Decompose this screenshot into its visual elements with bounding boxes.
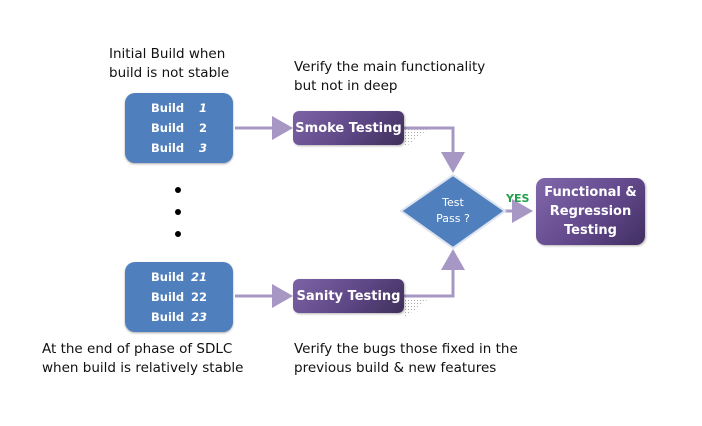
note-line: At the end of phase of SDLC: [42, 341, 233, 357]
build-label: Build: [151, 121, 185, 135]
build-label: Build: [151, 270, 185, 284]
smoke-description: Verify the main functionality but not in…: [294, 58, 485, 96]
smoke-shadow: [404, 128, 430, 148]
build-item: Build 23: [151, 307, 207, 327]
build-item: Build 3: [151, 138, 207, 158]
build-number: 23: [190, 310, 207, 324]
early-builds-box: Build 1 Build 2 Build 3: [125, 93, 233, 163]
decision-diamond: [399, 173, 507, 250]
build-number: 22: [190, 290, 207, 304]
note-line: previous build & new features: [294, 360, 497, 376]
yes-label: YES: [506, 192, 530, 205]
note-line: but not in deep: [294, 78, 398, 94]
sanity-description: Verify the bugs those fixed in the previ…: [294, 340, 518, 378]
build-label: Build: [151, 290, 185, 304]
ellipsis-dot: [175, 231, 181, 237]
build-label: Build: [151, 141, 185, 155]
final-line: Testing: [564, 223, 617, 238]
build-label: Build: [151, 101, 185, 115]
build-number: 3: [198, 141, 207, 155]
ellipsis-dot: [175, 209, 181, 215]
note-line: when build is relatively stable: [42, 360, 244, 376]
build-number: 2: [198, 121, 207, 135]
build-item: Build 22: [151, 287, 207, 307]
note-line: Verify the bugs those fixed in the: [294, 341, 518, 357]
smoke-testing-box: Smoke Testing: [293, 111, 404, 145]
note-line: Initial Build when: [109, 46, 226, 62]
late-builds-box: Build 21 Build 22 Build 23: [125, 262, 233, 332]
build-number: 21: [190, 270, 207, 284]
build-label: Build: [151, 310, 185, 324]
ellipsis-dot: [175, 187, 181, 193]
note-line: build is not stable: [109, 65, 230, 81]
build-number: 1: [198, 101, 207, 115]
final-line: Functional &: [544, 185, 637, 200]
note-line: Verify the main functionality: [294, 59, 486, 75]
decision-line: Test: [442, 196, 464, 209]
decision-label: Test Pass ?: [425, 195, 481, 227]
initial-build-note: Initial Build when build is not stable: [109, 45, 229, 83]
build-item: Build 21: [151, 267, 207, 287]
sanity-shadow: [404, 298, 430, 318]
end-phase-note: At the end of phase of SDLC when build i…: [42, 340, 244, 378]
final-line: Regression: [549, 204, 632, 219]
build-item: Build 2: [151, 118, 207, 138]
arrow-smoke-to-decision: [404, 126, 465, 173]
functional-regression-box: Functional & Regression Testing: [536, 178, 645, 245]
arrow-sanity-to-decision: [404, 249, 465, 298]
build-item: Build 1: [151, 98, 207, 118]
sanity-testing-box: Sanity Testing: [293, 279, 404, 313]
decision-line: Pass ?: [436, 212, 470, 225]
